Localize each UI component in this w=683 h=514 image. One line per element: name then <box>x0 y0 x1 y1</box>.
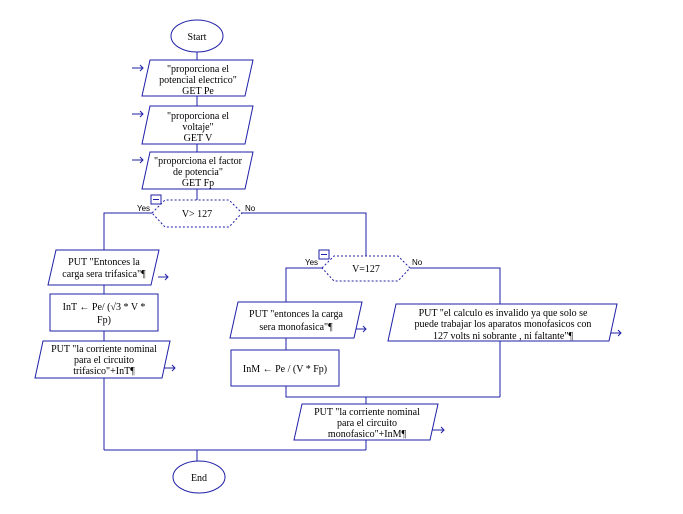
input-voltaje-line3: GET V <box>184 133 214 144</box>
decision2-yes-label: Yes <box>305 258 318 267</box>
start-label: Start <box>188 32 207 43</box>
output-monofasico-line1: PUT "la corriente nominal <box>314 407 420 418</box>
output-invalido[interactable]: PUT "el calculo es invalido ya que solo … <box>387 303 618 342</box>
input-voltaje-line2: voltaje" <box>182 122 213 133</box>
input-voltaje[interactable]: "proporciona el voltaje" GET V <box>141 105 254 145</box>
assign-inm-text: InM ← Pe / (V * Fp) <box>243 364 327 375</box>
input-factor-line2: de potencia" <box>173 167 223 178</box>
assign-int-line1: InT ← Pe/ (√3 * V * <box>63 302 146 313</box>
decision-v-equals-127[interactable]: V=127 Yes No <box>305 249 423 282</box>
assign-inm[interactable]: InM ← Pe / (V * Fp) <box>230 349 340 387</box>
output-trifasica[interactable]: PUT "Entonces la carga sera trifasica"¶ <box>47 249 160 286</box>
output-invalido-line2: puede trabajar los aparatos monofasicos … <box>415 319 592 330</box>
decision-v-greater-127[interactable]: V> 127 Yes No <box>137 194 256 228</box>
end-terminal[interactable]: End <box>172 460 226 494</box>
input-factor-line3: GET Fp <box>182 178 214 189</box>
output-invalido-line1: PUT "el calculo es invalido ya que solo … <box>419 308 588 319</box>
input-potencial-line2: potencial electrico" <box>159 75 237 86</box>
assign-int[interactable]: InT ← Pe/ (√3 * V * Fp) <box>49 293 159 332</box>
output-trifasica-line1: PUT "Entonces la <box>68 257 140 268</box>
decision1-no-label: No <box>245 204 256 213</box>
output-invalido-line3: 127 volts ni sobrante , ni faltante"¶ <box>433 331 573 342</box>
output-trifasico-line3: trifasico"+InT¶ <box>73 366 135 377</box>
decision1-condition: V> 127 <box>182 209 212 220</box>
input-factor-line1: "proporciona el factor <box>154 156 243 167</box>
assign-int-line2: Fp) <box>97 315 111 326</box>
input-potencial[interactable]: "proporciona el potencial electrico" GET… <box>141 59 254 97</box>
output-trifasica-line2: carga sera trifasica"¶ <box>62 269 146 280</box>
end-label: End <box>191 473 207 484</box>
output-corriente-monofasico[interactable]: PUT "la corriente nominal para el circui… <box>293 403 439 441</box>
input-potencial-line3: GET Pe <box>182 86 214 97</box>
output-corriente-trifasico[interactable]: PUT "la corriente nominal para el circui… <box>34 340 171 379</box>
output-monofasica[interactable]: PUT "entonces la carga sera monofasica"¶ <box>229 301 363 339</box>
input-factor-potencia[interactable]: "proporciona el factor de potencia" GET … <box>141 151 254 190</box>
output-trifasico-line2: para el circuito <box>74 355 134 366</box>
input-voltaje-line1: "proporciona el <box>167 111 229 122</box>
output-monofasico-line3: monofasico"+InM¶ <box>328 429 407 440</box>
output-trifasico-line1: PUT "la corriente nominal <box>51 344 157 355</box>
output-monofasica-line2: sera monofasica"¶ <box>259 322 333 333</box>
output-monofasico-line2: para el circuito <box>337 418 397 429</box>
decision2-no-label: No <box>412 258 423 267</box>
output-monofasica-line1: PUT "entonces la carga <box>249 309 344 320</box>
input-potencial-line1: "proporciona el <box>167 64 229 75</box>
decision1-yes-label: Yes <box>137 204 150 213</box>
start-terminal[interactable]: Start <box>170 19 224 53</box>
decision2-condition: V=127 <box>352 264 380 275</box>
flow-edges <box>103 52 622 461</box>
